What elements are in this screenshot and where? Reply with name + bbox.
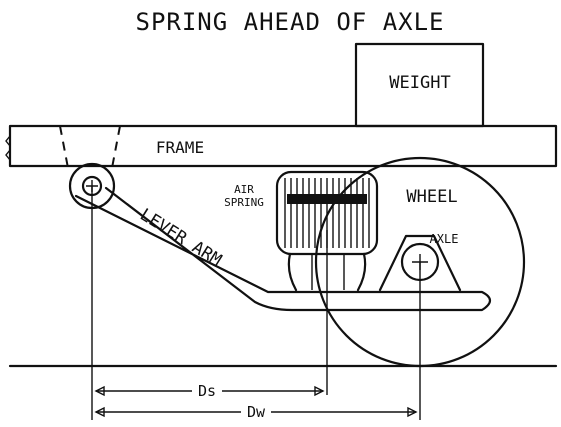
wheel-label: WHEEL: [406, 187, 457, 207]
dimension-lines: [91, 186, 421, 420]
pivot-bracket: [59, 125, 121, 169]
frame-beam: [8, 124, 558, 168]
frame-break-mark: [5, 135, 11, 161]
frame-label: FRAME: [156, 138, 204, 157]
diagram-title: SPRING AHEAD OF AXLE: [136, 8, 445, 36]
ds-label: Ds: [198, 382, 216, 400]
dw-label: Dw: [247, 403, 266, 421]
air-spring-label-line2: SPRING: [224, 196, 264, 209]
axle-label: AXLE: [430, 232, 459, 246]
air-spring-label-line1: AIR: [234, 183, 254, 196]
weight-label: WEIGHT: [389, 73, 450, 93]
lever-arm-label: LEVER ARM: [136, 205, 225, 271]
lever-arm: [74, 186, 492, 312]
